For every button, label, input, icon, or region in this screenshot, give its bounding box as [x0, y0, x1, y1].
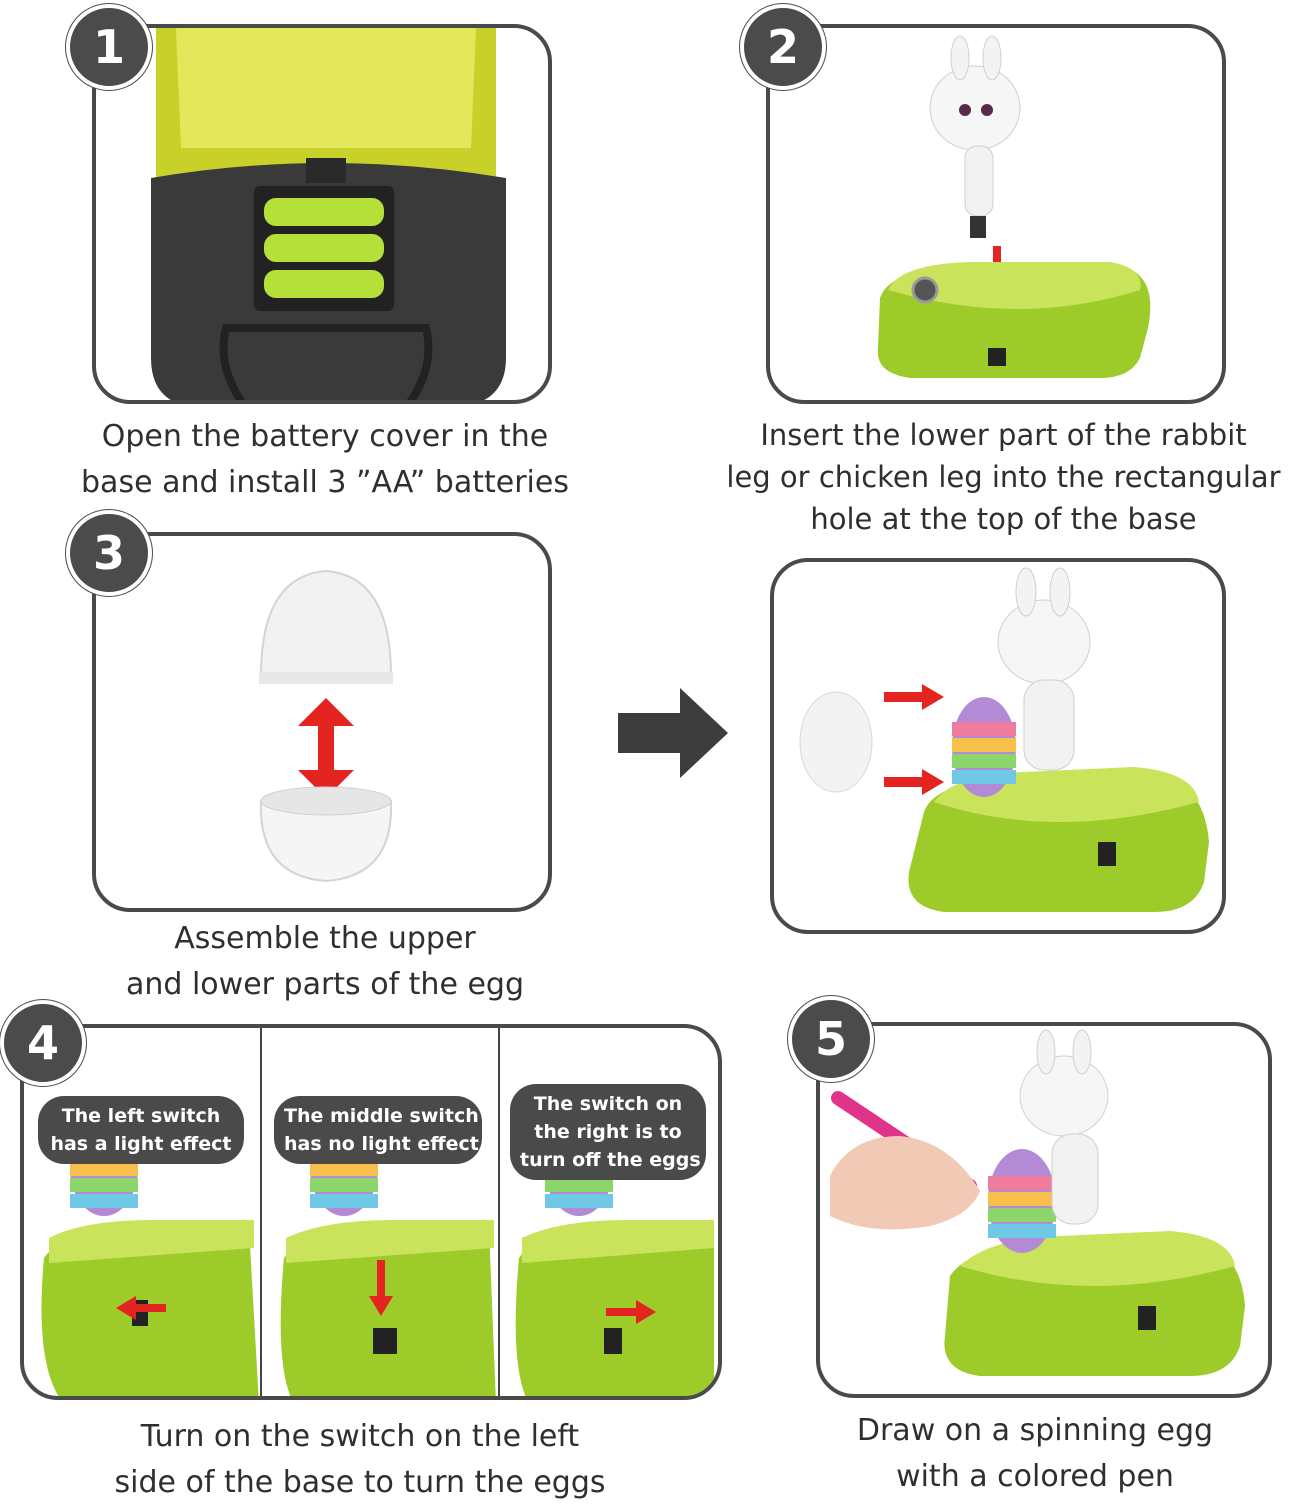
bubble-text: The middle switch — [284, 1105, 479, 1127]
bubble-text: The switch on — [533, 1093, 683, 1115]
bubble-text: has a light effect — [50, 1133, 232, 1155]
step5-caption-line: with a colored pen — [896, 1459, 1174, 1494]
step4-panel: The left switch has a light effect The m… — [20, 1024, 722, 1400]
step4-caption-line: Turn on the switch on the left — [140, 1419, 580, 1454]
battery-compartment-illustration — [151, 28, 506, 400]
step1-panel — [92, 24, 552, 404]
step1-caption-line: base and install 3 ”AA” batteries — [81, 465, 569, 500]
step3-number-badge: 3 — [66, 510, 152, 596]
step4-number-badge: 4 — [0, 1000, 86, 1086]
assembled-egg-illustration — [799, 567, 1209, 912]
bubble-text: The left switch — [61, 1105, 221, 1127]
step3-caption: Assemble the upper and lower parts of th… — [40, 916, 610, 1008]
step2-caption-line: leg or chicken leg into the rectangular — [726, 460, 1281, 494]
step1-caption: Open the battery cover in the base and i… — [40, 414, 610, 506]
bubble-text: turn off the eggs — [520, 1149, 701, 1171]
step5-caption-line: Draw on a spinning egg — [856, 1413, 1214, 1448]
step2-panel — [766, 24, 1226, 404]
step3-caption-line: and lower parts of the egg — [126, 967, 524, 1002]
step2-caption: Insert the lower part of the rabbit leg … — [700, 414, 1307, 540]
step4-caption: Turn on the switch on the left side of t… — [60, 1414, 660, 1506]
step3-caption-line: Assemble the upper — [174, 921, 476, 956]
left-switch-bubble: The left switch has a light effect — [38, 1096, 244, 1164]
frame-divider — [260, 1028, 262, 1396]
step5-panel — [816, 1022, 1272, 1398]
step5-number-badge: 5 — [788, 996, 874, 1082]
egg-assembly-illustration — [259, 569, 393, 883]
step1-number-badge: 1 — [66, 4, 152, 90]
step1-caption-line: Open the battery cover in the — [101, 419, 549, 454]
drawing-on-egg-illustration — [830, 1029, 1245, 1376]
right-switch-bubble: The switch on the right is to turn off t… — [510, 1084, 706, 1180]
step2-caption-line: Insert the lower part of the rabbit — [760, 418, 1247, 452]
bubble-text: has no light effect — [284, 1133, 479, 1155]
step4-caption-line: side of the base to turn the eggs — [114, 1465, 606, 1500]
step3-panel — [92, 532, 552, 912]
step5-caption: Draw on a spinning egg with a colored pe… — [780, 1408, 1290, 1500]
rabbit-insert-illustration — [877, 35, 1151, 378]
assembled-egg-panel — [770, 558, 1226, 934]
arrow-right-icon — [618, 688, 728, 778]
bubble-text: the right is to — [534, 1121, 682, 1143]
middle-switch-bubble: The middle switch has no light effect — [274, 1096, 482, 1164]
step2-caption-line: hole at the top of the base — [810, 502, 1197, 536]
step2-number-badge: 2 — [740, 4, 826, 90]
frame-divider — [498, 1028, 500, 1396]
